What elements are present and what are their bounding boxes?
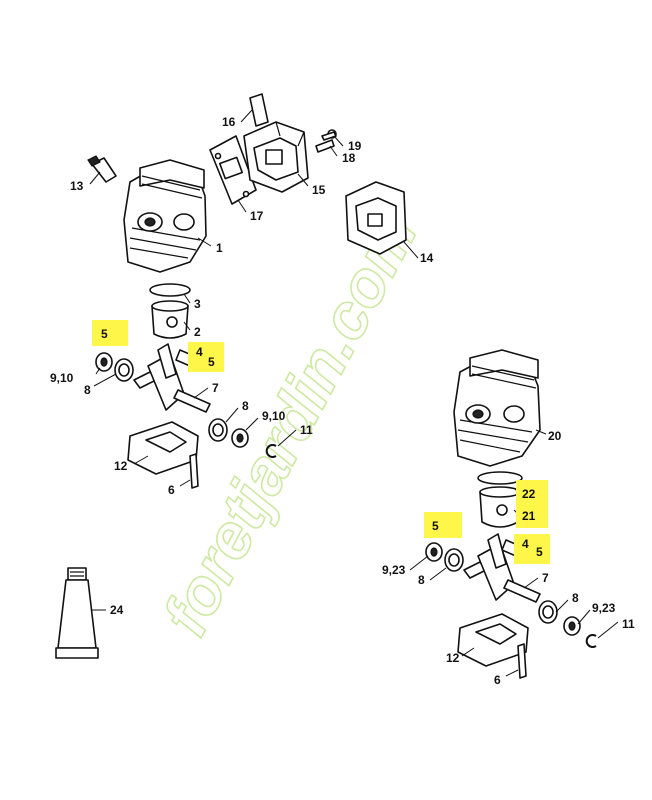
label-13: 13 [70, 179, 84, 193]
highlight-5-left [92, 320, 128, 346]
label-9-23-right: 9,23 [382, 563, 406, 577]
label-4-left: 4 [196, 345, 203, 359]
watermark: foretjardin.com [148, 201, 432, 648]
crankcase-12 [127, 421, 199, 475]
label-9-10-left: 9,10 [50, 371, 74, 385]
label-24: 24 [110, 603, 124, 617]
muffler-15 [243, 121, 309, 193]
bearing-8-c [444, 548, 464, 572]
label-9-23-right-b: 9,23 [592, 601, 616, 615]
label-7-right: 7 [542, 571, 549, 585]
label-5-right: 5 [432, 519, 439, 533]
label-6-right: 6 [494, 673, 501, 687]
label-16: 16 [222, 115, 236, 129]
label-2: 2 [194, 325, 201, 339]
crankshaft-7-b [463, 533, 541, 603]
tag-16 [249, 93, 269, 127]
leader-lines [89, 109, 619, 677]
label-21: 21 [522, 509, 536, 523]
part-labels: 13 16 19 18 15 17 1 14 3 2 5 4 5 9,10 8 … [50, 115, 635, 687]
label-5-left: 5 [101, 327, 108, 341]
highlights [92, 320, 550, 564]
label-5-right-b: 5 [536, 545, 543, 559]
label-4-right: 4 [522, 537, 529, 551]
crankshaft-7 [133, 343, 211, 413]
label-12-left: 12 [114, 459, 128, 473]
label-5-left-b: 5 [208, 355, 215, 369]
label-11-left: 11 [300, 423, 313, 437]
label-17: 17 [250, 209, 264, 223]
spark-plug-13 [87, 155, 117, 183]
cylinder-20 [453, 349, 541, 467]
label-11-right: 11 [622, 617, 635, 631]
label-1: 1 [216, 241, 223, 255]
crankcase-12-b [457, 613, 529, 667]
label-19: 19 [348, 139, 362, 153]
oil-seal-9-23-b [563, 616, 581, 636]
bearing-8-b [208, 418, 228, 442]
label-22: 22 [522, 487, 536, 501]
screw-6 [189, 453, 199, 489]
label-8-right-b: 8 [572, 591, 579, 605]
grease-tube-24 [55, 567, 99, 659]
label-9-10-left-b: 9,10 [262, 409, 286, 423]
label-15: 15 [312, 183, 326, 197]
circlip-11 [265, 444, 277, 458]
label-7-left: 7 [212, 381, 219, 395]
highlight-22-21 [516, 480, 548, 528]
bearing-8-d [538, 600, 558, 624]
highlight-4-5-left [188, 342, 224, 372]
gasket-17 [209, 135, 257, 205]
screw-18-19 [315, 129, 337, 153]
label-3: 3 [194, 297, 201, 311]
label-18: 18 [342, 151, 356, 165]
label-20: 20 [548, 429, 562, 443]
oil-seal-9-10-b [231, 428, 249, 448]
oil-seal-9-10 [95, 352, 113, 372]
label-8-left: 8 [84, 383, 91, 397]
label-6-left: 6 [168, 483, 175, 497]
piston-21 [477, 471, 523, 528]
label-8-left-b: 8 [242, 399, 249, 413]
muffler-14 [345, 181, 407, 255]
watermark-text: foretjardin.com [149, 201, 431, 646]
screw-6-b [517, 643, 527, 679]
piston-2 [149, 283, 191, 339]
circlip-11-b [585, 634, 597, 648]
label-12-right: 12 [446, 651, 460, 665]
label-14: 14 [420, 251, 434, 265]
label-8-right: 8 [418, 573, 425, 587]
oil-seal-9-23 [425, 542, 443, 562]
highlight-4-5-right [514, 534, 550, 564]
bearing-8 [114, 358, 134, 382]
highlight-5-right [424, 512, 462, 538]
cylinder-1 [123, 159, 207, 273]
